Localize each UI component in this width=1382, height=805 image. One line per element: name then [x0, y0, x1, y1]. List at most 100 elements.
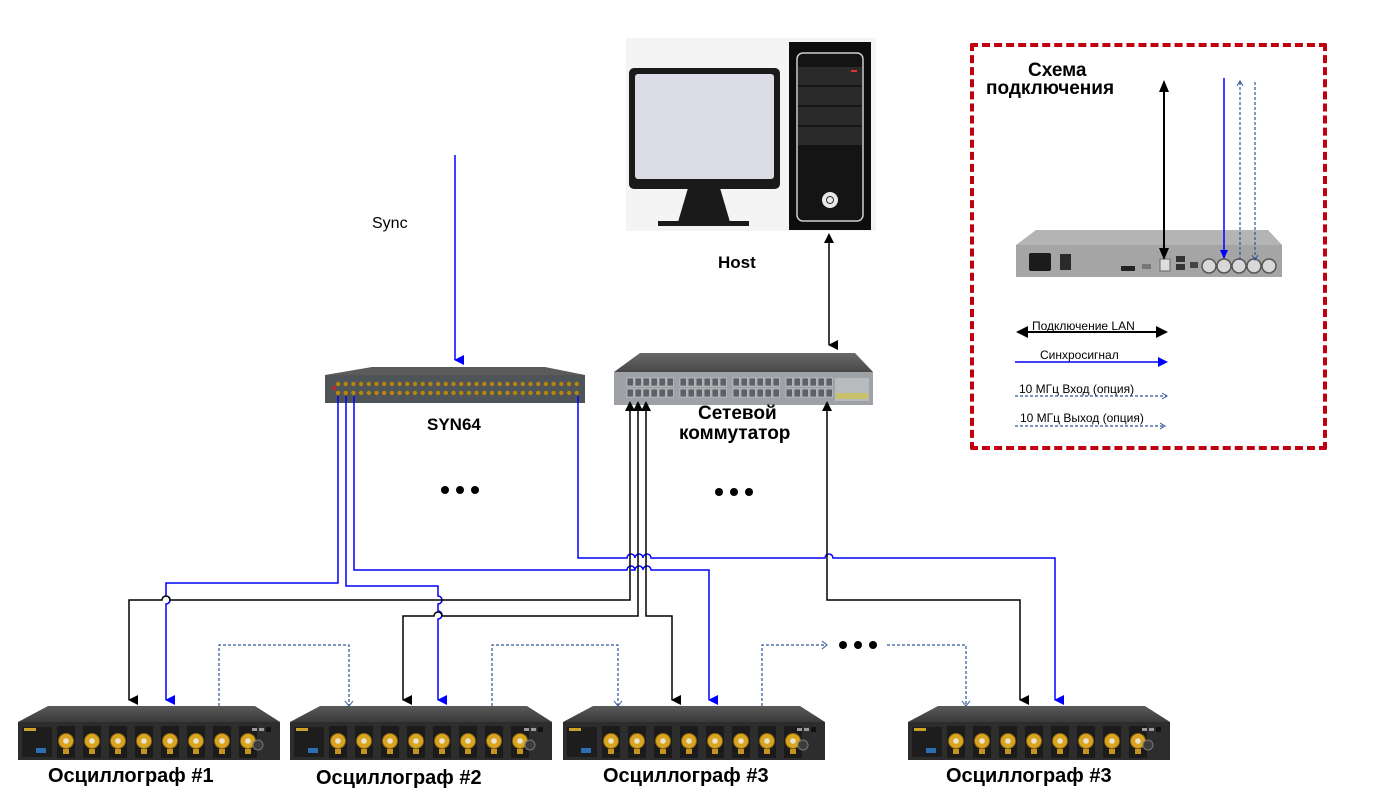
- switch-port: [666, 388, 674, 398]
- legend-title-line1: Схема: [1028, 60, 1087, 81]
- host-computer: [626, 38, 876, 231]
- switch-port: [817, 377, 825, 387]
- syn64-port: [543, 390, 549, 396]
- legend-item-sync: Синхросигнал: [1040, 348, 1119, 362]
- switch-port: [719, 388, 727, 398]
- syn64-port: [505, 390, 510, 396]
- switch-port: [626, 377, 634, 387]
- sync-label: Sync: [372, 215, 408, 232]
- switch-port: [809, 388, 817, 398]
- switch-label-line1: Сетевой: [698, 403, 777, 424]
- syn64-port: [366, 390, 371, 396]
- sync-to-scope2: [345, 396, 447, 705]
- lan-to-scope1: [128, 410, 631, 705]
- syn64-port: [466, 381, 472, 387]
- syn64-port: [443, 390, 448, 396]
- syn64-port: [520, 381, 525, 387]
- switch-port: [793, 377, 801, 387]
- pc-tower-icon: [789, 42, 871, 230]
- syn64-port: [528, 390, 533, 396]
- syn64-port: [489, 390, 495, 396]
- legend-item-10mhz-out: 10 МГц Выход (опция): [1020, 411, 1144, 425]
- switch-port: [703, 377, 711, 387]
- syn64-port: [574, 390, 579, 396]
- syn64-port: [405, 390, 410, 396]
- scope-2-label: Осциллограф #2: [316, 767, 482, 789]
- network-switch: [614, 353, 873, 405]
- syn64-device: [325, 367, 585, 403]
- host-label: Host: [718, 253, 756, 272]
- switch-port: [626, 388, 634, 398]
- syn64-port: [335, 381, 341, 387]
- syn64-port: [512, 390, 518, 396]
- syn64-port: [428, 381, 433, 387]
- switch-port: [756, 377, 764, 387]
- syn64-port: [374, 390, 379, 396]
- switch-port: [732, 388, 740, 398]
- syn64-port: [343, 390, 348, 396]
- switch-port: [809, 377, 817, 387]
- scope-4-label: Осциллограф #3: [946, 765, 1112, 787]
- switch-port: [740, 388, 748, 398]
- syn64-port: [559, 381, 564, 387]
- legend-item-lan: Подключение LAN: [1032, 319, 1135, 333]
- syn64-port: [559, 390, 564, 396]
- switch-port: [756, 388, 764, 398]
- switch-port: [642, 377, 650, 387]
- syn64-port: [412, 381, 418, 387]
- syn64-port: [435, 381, 441, 387]
- syn64-port: [482, 381, 487, 387]
- switch-port: [793, 388, 801, 398]
- sync-to-scope4: [577, 396, 1064, 705]
- switch-port: [695, 388, 703, 398]
- switch-label-line2: коммутатор: [679, 423, 791, 444]
- syn64-port: [451, 381, 456, 387]
- switch-port: [711, 377, 719, 387]
- monitor-icon: [629, 68, 780, 226]
- ref10mhz-scope1-to-scope2: [218, 644, 350, 706]
- oscilloscope-1: [18, 706, 280, 760]
- syn64-port: [335, 390, 341, 396]
- switch-port: [772, 377, 780, 387]
- syn64-port: [543, 381, 549, 387]
- switch-port: [650, 388, 658, 398]
- arrow-up-icon: [824, 233, 834, 243]
- syn64-port: [482, 390, 487, 396]
- syn64-port: [435, 390, 441, 396]
- syn64-port: [497, 381, 502, 387]
- syn64-port: [351, 390, 356, 396]
- syn64-port: [351, 381, 356, 387]
- scope-rear-panel: [1016, 230, 1282, 277]
- switch-port: [785, 388, 793, 398]
- syn64-port: [466, 390, 472, 396]
- more-devices-ellipsis: [441, 486, 877, 649]
- switch-port: [711, 388, 719, 398]
- syn64-port: [566, 381, 572, 387]
- syn64-port: [358, 381, 364, 387]
- switch-port: [687, 377, 695, 387]
- syn64-port: [459, 381, 464, 387]
- syn64-port: [343, 381, 348, 387]
- oscilloscope-2: [290, 706, 552, 760]
- syn64-port: [489, 381, 495, 387]
- lan-to-scope3: [645, 410, 681, 705]
- syn64-port: [397, 381, 402, 387]
- switch-port: [634, 388, 642, 398]
- switch-port: [764, 388, 772, 398]
- scope-3-label: Осциллограф #3: [603, 765, 769, 787]
- syn64-port: [536, 381, 541, 387]
- sync-to-scope1: [165, 396, 339, 705]
- ref10mhz-to-scope4: [887, 644, 967, 705]
- switch-port: [650, 377, 658, 387]
- switch-port: [825, 388, 833, 398]
- switch-port: [740, 377, 748, 387]
- ref10mhz-scope2-to-scope3: [491, 644, 619, 706]
- switch-port: [719, 377, 727, 387]
- switch-port: [642, 388, 650, 398]
- switch-port: [658, 377, 666, 387]
- syn64-port: [420, 381, 425, 387]
- syn64-port: [512, 381, 518, 387]
- switch-port: [764, 377, 772, 387]
- legend-key-lan: [1016, 326, 1168, 338]
- switch-port: [817, 388, 825, 398]
